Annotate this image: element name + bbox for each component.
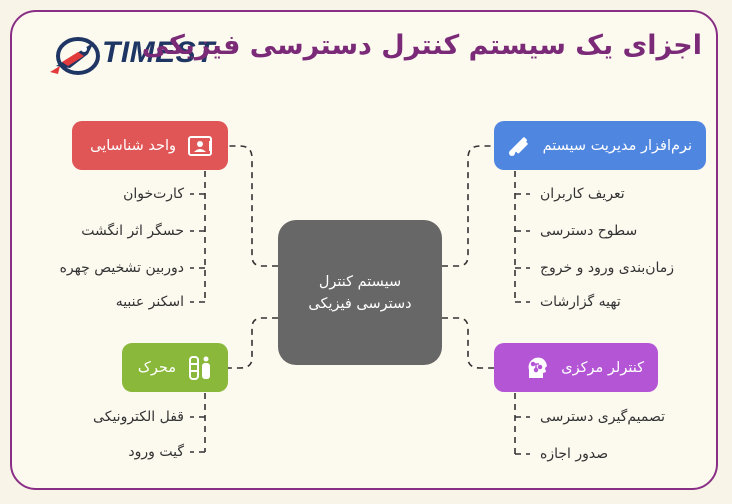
node-controller-label: کنترلر مرکزی (561, 359, 644, 376)
center-node: سیستم کنترل دسترسی فیزیکی (278, 220, 442, 365)
leaf-card-reader: کارت‌خوان (123, 186, 184, 202)
node-software-label: نرم‌افزار مدیریت سیستم (542, 137, 692, 154)
leaf-iris-scanner: اسکنر عنبیه (115, 294, 184, 310)
leaf-entry-gate: گیت ورود (128, 444, 184, 460)
node-actuator: محرک (122, 343, 228, 392)
leaf-electronic-lock: قفل الکترونیکی (93, 409, 184, 425)
leaf-define-users: تعریف کاربران (540, 186, 625, 202)
leaf-entry-exit-schedule: زمان‌بندی ورود و خروج (540, 260, 675, 276)
brain-icon (528, 357, 548, 378)
leaf-access-decision: تصمیم‌گیری دسترسی (540, 409, 666, 425)
leaf-reports: تهیه گزارشات (540, 294, 621, 310)
leaf-issue-permission: صدور اجازه (540, 446, 609, 462)
tools-icon (508, 136, 528, 156)
node-software: نرم‌افزار مدیریت سیستم (494, 121, 706, 170)
node-controller: کنترلر مرکزی (494, 343, 658, 392)
node-identification: واحد شناسایی (72, 121, 228, 170)
node-identification-label: واحد شناسایی (90, 137, 176, 154)
leaf-fingerprint-sensor: حسگر اثر انگشت (81, 223, 184, 239)
center-line-1: سیستم کنترل (318, 273, 402, 290)
leaf-face-recognition-camera: دوربین تشخیص چهره (59, 260, 184, 276)
logo-rocket-icon (50, 37, 100, 75)
node-actuator-label: محرک (137, 359, 176, 376)
actuator-icon (189, 355, 210, 380)
id-card-icon (188, 135, 212, 156)
center-line-2: دسترسی فیزیکی (308, 295, 412, 312)
leaf-access-levels: سطوح دسترسی (540, 223, 638, 239)
logo-text: TIMEST (102, 36, 215, 69)
diagram-title: اجزای یک سیستم کنترل دسترسی فیزیکی (141, 30, 702, 61)
